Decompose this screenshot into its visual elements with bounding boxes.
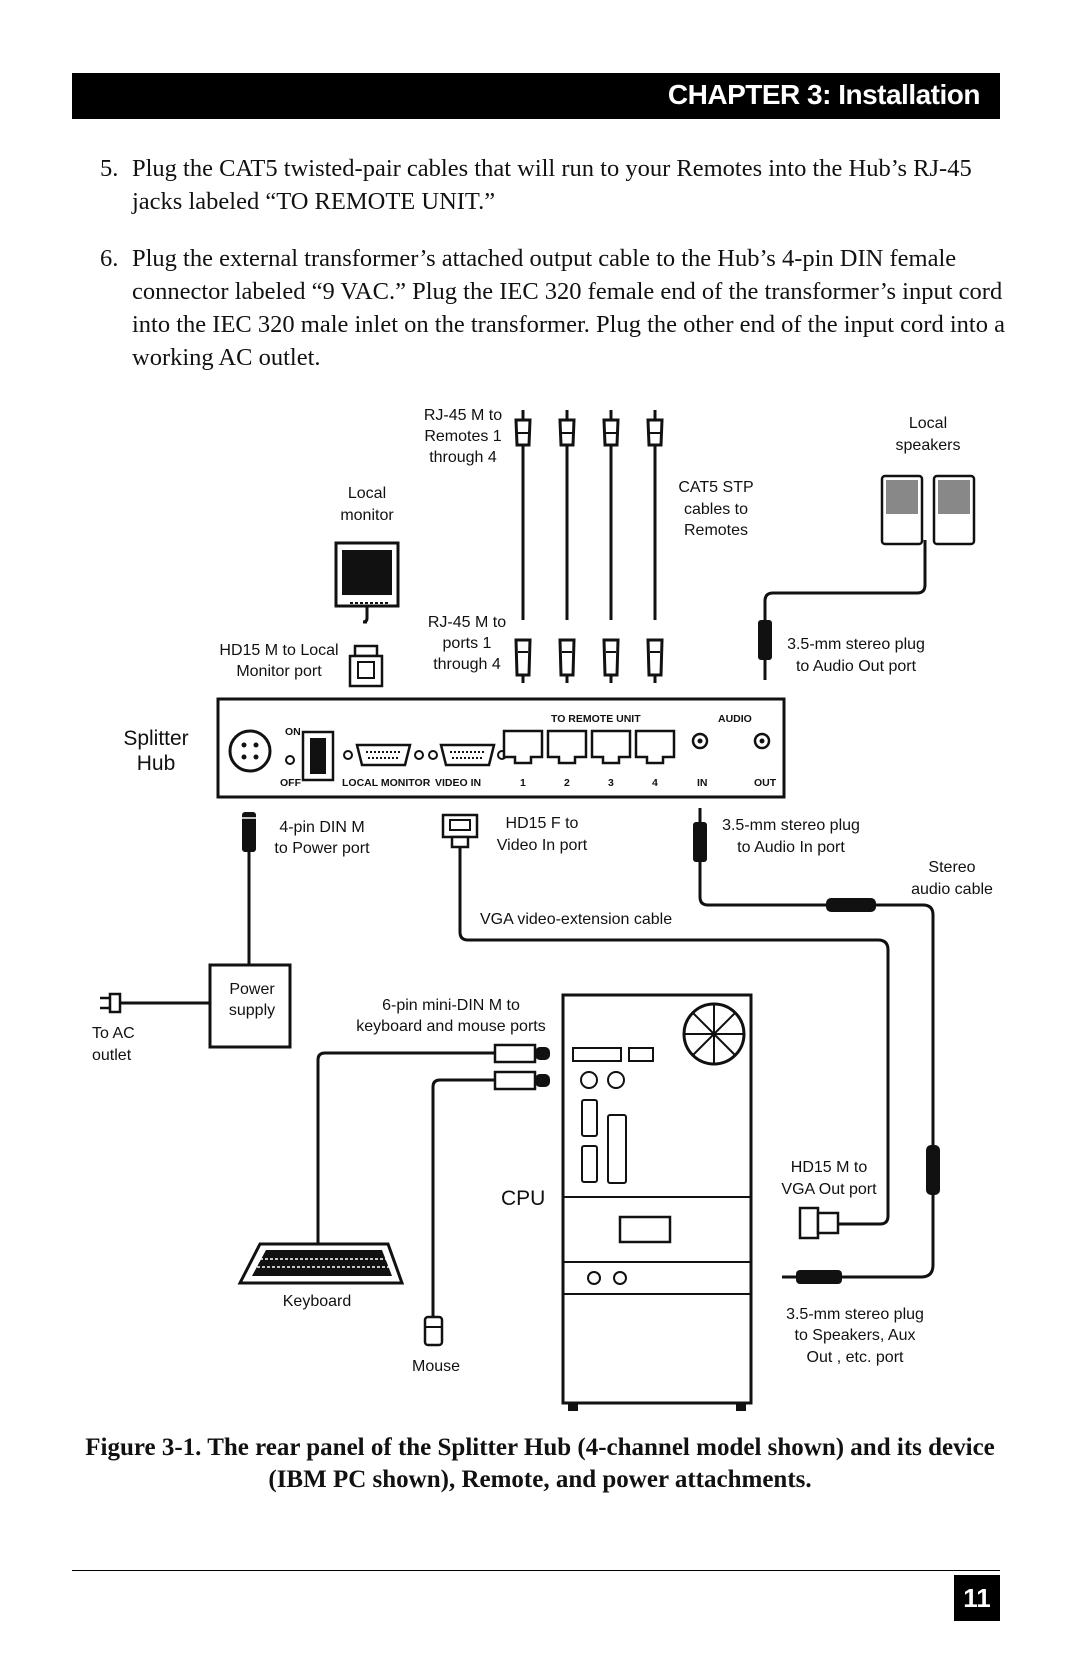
rj45-jacks [502, 729, 676, 765]
video-in-port [439, 743, 496, 767]
keyboard-icon [237, 1242, 405, 1285]
figure-caption: Figure 3-1. The rear panel of the Splitt… [85, 1434, 995, 1493]
hd15-plug-vga-icon [798, 1206, 840, 1240]
mouse-label: Mouse [412, 1358, 460, 1375]
panel-in-label: IN [697, 777, 708, 789]
port-number: 2 [564, 777, 570, 789]
port-number: 1 [520, 777, 526, 789]
power-supply-box [208, 963, 292, 1049]
stereo-plug-speakers-icon [782, 1270, 842, 1284]
stereo-cable-coupler-icon [826, 898, 876, 912]
port-number: 3 [608, 777, 614, 789]
din-power-jack [228, 729, 272, 773]
minidin-plugs-icon [493, 1043, 550, 1091]
panel-on-label: ON [285, 726, 301, 738]
port-number: 4 [652, 777, 658, 789]
din-power-plug-icon [242, 812, 256, 852]
monitor-icon [334, 541, 400, 624]
panel-to-remote-label: TO REMOTE UNIT [551, 713, 641, 725]
cpu-label: CPU [501, 1187, 545, 1210]
step-number: 6. [100, 245, 119, 272]
step-text: Plug the external transformer’s attached… [132, 245, 1005, 371]
mouse-icon [423, 1315, 444, 1347]
chapter-title: CHAPTER 3: Installation [667, 79, 981, 110]
cat5-plugs-bottom [514, 638, 664, 683]
cpu-tower [561, 993, 753, 1411]
vga-out-port [618, 1215, 672, 1244]
page-number: 11 [954, 1575, 1000, 1621]
stereo-plug-out-icon [758, 620, 772, 680]
panel-off-label: OFF [280, 777, 302, 789]
stereo-plug-in-icon [693, 808, 707, 862]
panel-local-monitor-label: LOCAL MONITOR [342, 777, 431, 789]
panel-out-label: OUT [754, 777, 777, 789]
fan-icon [682, 1002, 746, 1066]
vga-cable-coupler-icon [926, 1145, 940, 1195]
hd15-plug-video-icon [441, 813, 479, 849]
keyboard-label: Keyboard [283, 1293, 352, 1310]
vga-cable-label: VGA video-extension cable [480, 911, 672, 928]
chapter-header: CHAPTER 3: Installation [72, 73, 1000, 119]
panel-video-in-label: VIDEO IN [435, 777, 481, 789]
cat5-plugs-top [514, 410, 664, 447]
speakers-icon [880, 474, 976, 546]
splitter-hub-panel [216, 697, 786, 799]
step-text: Plug the CAT5 twisted-pair cables that w… [132, 155, 972, 215]
cables [118, 435, 935, 1317]
local-monitor-port [355, 743, 412, 767]
step-number: 5. [100, 155, 119, 182]
ac-plug-icon [100, 992, 122, 1014]
hd15-plug-monitor-icon [348, 644, 384, 688]
panel-audio-label: AUDIO [718, 713, 752, 725]
footer-rule [72, 1570, 1000, 1571]
